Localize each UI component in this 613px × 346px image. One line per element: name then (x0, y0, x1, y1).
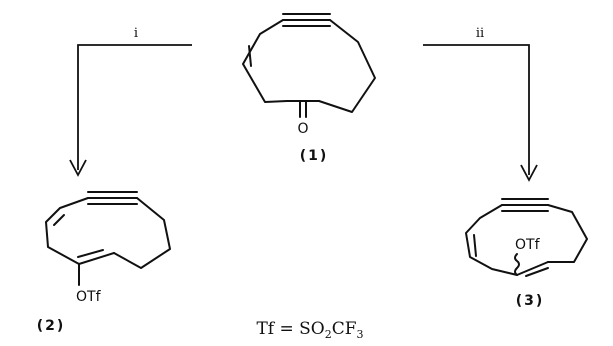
c1-ring-right (318, 19, 376, 113)
c1-double-bond-inner (248, 45, 252, 67)
arrow-ii-line (423, 44, 530, 175)
arrow-ii-head (520, 164, 538, 182)
footnote-lhs: Tf = SO (256, 319, 324, 339)
arrow-i-head (69, 159, 87, 177)
compound-1-label: (1) (300, 148, 329, 164)
compound-2-label: (2) (37, 318, 66, 334)
footnote-sub-2: 3 (357, 328, 364, 341)
c2-ring-right (113, 197, 171, 269)
reagent-i-label: i (134, 26, 138, 41)
c2-double-bond-1-inner (53, 214, 65, 226)
arrow-ii (423, 44, 538, 182)
compound-3-structure: OTf (465, 198, 588, 277)
c1-oxygen-label: O (297, 121, 308, 137)
c2-double-bond-2-inner (77, 249, 104, 258)
arrow-i (69, 44, 192, 177)
c1-ring-left (242, 19, 320, 103)
c3-double-bond-2-inner (525, 267, 549, 277)
c3-double-bond-1-inner (473, 234, 477, 257)
footnote-triflate-definition: Tf = SO2CF3 (256, 319, 363, 341)
compound-2-structure: OTf (45, 191, 171, 305)
compound-1-structure: O (242, 13, 376, 137)
c2-otf-label: OTf (76, 289, 102, 305)
reagent-ii-label: ii (476, 26, 484, 41)
c3-wavy-co-bond (514, 253, 520, 276)
c2-ring-left (45, 197, 115, 265)
c3-otf-label: OTf (515, 237, 541, 253)
compound-3-label: (3) (516, 293, 545, 309)
arrow-i-line (77, 44, 192, 170)
c3-ring-right (547, 204, 588, 263)
footnote-sub-1: 2 (325, 328, 332, 341)
footnote-mid: CF (332, 319, 357, 339)
